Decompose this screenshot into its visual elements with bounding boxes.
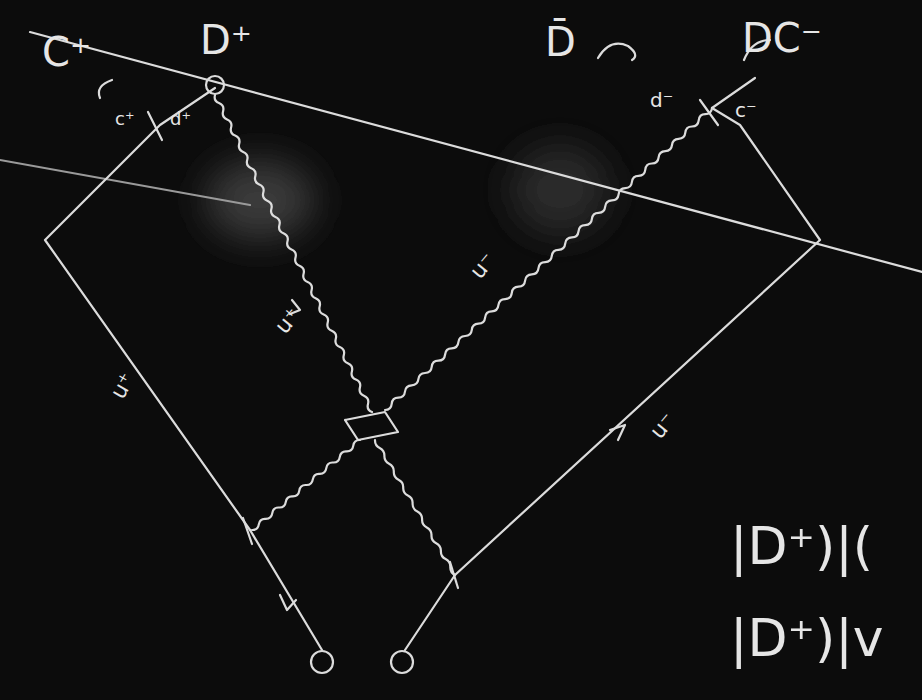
wavy-line: [385, 108, 712, 410]
source-circle: [391, 651, 413, 673]
chalk-label: d⁻: [650, 90, 673, 110]
detector-circle: [206, 76, 224, 94]
detector-arc: [99, 80, 112, 98]
chalk-label: D̄: [545, 22, 576, 62]
junction-square: [345, 412, 398, 440]
slice-line: [30, 32, 922, 272]
chalk-label: |D⁺)|(: [730, 520, 873, 572]
worldline: [455, 108, 820, 575]
slice-line: [0, 160, 250, 205]
chalk-label: u⁺: [107, 369, 139, 402]
wavy-line: [215, 95, 372, 412]
chalk-label: C⁺: [42, 32, 91, 72]
chalk-smudge: [510, 145, 610, 235]
wavy-line: [375, 440, 455, 575]
chalk-label: u⁻: [466, 249, 499, 283]
wavy-line: [252, 440, 360, 530]
arrow-head: [610, 425, 625, 440]
detector-arc: [598, 44, 635, 60]
chalk-label: c⁺: [115, 110, 134, 128]
worldline: [45, 88, 250, 530]
input-line: [405, 575, 455, 650]
tick: [243, 518, 252, 544]
chalk-label: u⁻: [646, 409, 679, 443]
chalk-label: |D⁺)|v: [730, 612, 884, 664]
chalk-label: d⁺: [170, 110, 191, 128]
source-circle: [311, 651, 333, 673]
arrow-head: [280, 595, 296, 610]
chalk-label: DC⁻: [742, 18, 822, 58]
tick: [148, 112, 162, 140]
input-line: [250, 530, 322, 650]
chalk-label: c⁻: [735, 100, 757, 120]
chalk-label: D⁺: [200, 20, 252, 60]
